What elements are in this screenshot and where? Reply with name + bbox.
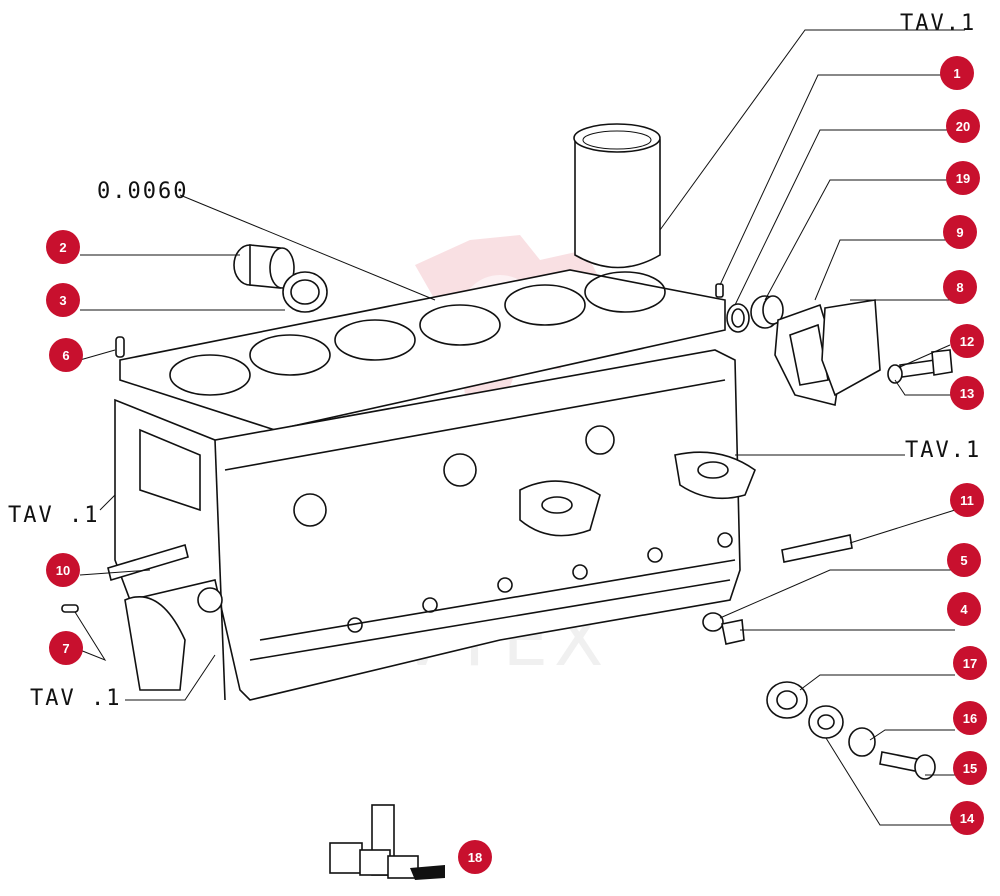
callout-16: 16 bbox=[953, 701, 987, 735]
plug-19 bbox=[750, 295, 784, 329]
callout-number: 11 bbox=[960, 493, 974, 508]
dowel-6 bbox=[115, 336, 125, 358]
callout-number: 7 bbox=[62, 641, 69, 656]
callout-number: 8 bbox=[956, 280, 963, 295]
washer-5 bbox=[702, 612, 724, 632]
bolt-15 bbox=[879, 751, 936, 780]
plug-2 bbox=[233, 244, 295, 289]
screw-4 bbox=[721, 619, 745, 645]
callout-3: 3 bbox=[46, 283, 80, 317]
ref-label-right: TAV.1 bbox=[905, 438, 981, 463]
callout-17: 17 bbox=[953, 646, 987, 680]
ring-17 bbox=[766, 681, 808, 719]
callout-10: 10 bbox=[46, 553, 80, 587]
washer-13 bbox=[887, 364, 903, 384]
cover-8 bbox=[821, 299, 881, 397]
callout-number: 6 bbox=[62, 348, 69, 363]
pin-7 bbox=[61, 604, 79, 613]
tool-kit-18 bbox=[329, 804, 445, 880]
ring-3 bbox=[282, 271, 328, 313]
callout-number: 4 bbox=[960, 602, 968, 617]
ref-label-bottom: TAV .1 bbox=[30, 686, 121, 711]
callout-number: 12 bbox=[960, 334, 974, 349]
callout-number: 19 bbox=[956, 171, 970, 186]
head-gasket bbox=[119, 269, 726, 431]
callout-19: 19 bbox=[946, 161, 980, 195]
gasket-code-label: 0.0060 bbox=[97, 179, 188, 204]
callout-number: 18 bbox=[468, 850, 482, 865]
callout-number: 15 bbox=[963, 761, 977, 776]
ref-label-top: TAV.1 bbox=[900, 11, 976, 36]
callout-11: 11 bbox=[950, 483, 984, 517]
ref-label-left: TAV .1 bbox=[8, 503, 99, 528]
callout-14: 14 bbox=[950, 801, 984, 835]
callout-number: 17 bbox=[963, 656, 977, 671]
callout-number: 14 bbox=[960, 811, 975, 826]
callout-1: 1 bbox=[940, 56, 974, 90]
callout-7: 7 bbox=[49, 631, 83, 665]
callout-6: 6 bbox=[49, 338, 83, 372]
dowel-1 bbox=[715, 283, 724, 298]
callout-number: 2 bbox=[59, 240, 66, 255]
callout-number: 9 bbox=[956, 225, 963, 240]
stud-11 bbox=[781, 534, 853, 563]
callout-15: 15 bbox=[953, 751, 987, 785]
callout-20: 20 bbox=[946, 109, 980, 143]
callout-13: 13 bbox=[950, 376, 984, 410]
cylinder-liner bbox=[573, 123, 661, 269]
callout-9: 9 bbox=[943, 215, 977, 249]
callout-18: 18 bbox=[458, 840, 492, 874]
callout-5: 5 bbox=[947, 543, 981, 577]
callout-number: 16 bbox=[963, 711, 977, 726]
callout-12: 12 bbox=[950, 324, 984, 358]
callout-8: 8 bbox=[943, 270, 977, 304]
callout-number: 20 bbox=[956, 119, 970, 134]
callout-number: 5 bbox=[960, 553, 967, 568]
callout-4: 4 bbox=[947, 592, 981, 626]
engine-block bbox=[114, 349, 756, 701]
oring-20 bbox=[726, 303, 750, 333]
plug-16 bbox=[848, 727, 876, 757]
callout-number: 3 bbox=[59, 293, 66, 308]
callout-2: 2 bbox=[46, 230, 80, 264]
ring-14 bbox=[808, 705, 844, 739]
bolt-12 bbox=[899, 349, 953, 378]
callout-number: 13 bbox=[960, 386, 974, 401]
leader-lines bbox=[74, 29, 965, 826]
callout-number: 1 bbox=[953, 66, 960, 81]
callout-number: 10 bbox=[56, 563, 70, 578]
